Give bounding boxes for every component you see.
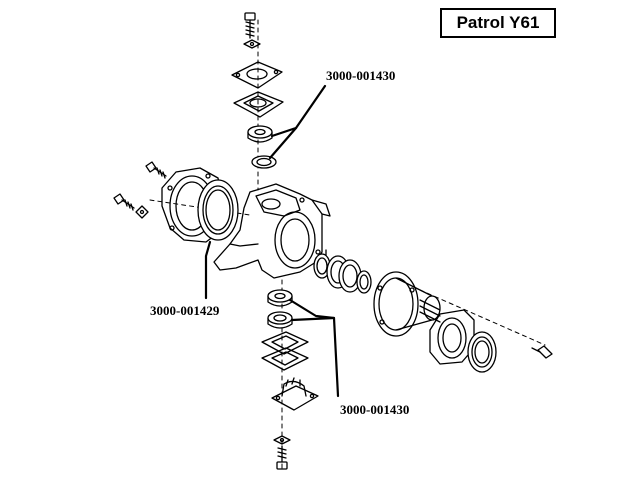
callout-leader-left [204,240,212,300]
part-number-label-bottom-bearing: 3000-001430 [340,402,410,417]
hub-end-bolt [531,345,553,359]
bottom-shim-gasket-upper [261,331,309,355]
knuckle-oil-seal [197,179,239,241]
top-bolt [244,12,256,39]
callout-leader-top [268,84,327,160]
hub-bearing-outer [326,255,362,293]
model-title: Patrol Y61 [440,8,556,38]
side-bolt-upper [145,161,167,179]
side-washer [135,205,149,219]
bottom-kingpin-bearing [267,289,293,307]
top-kingpin-bearing [247,125,273,143]
lower-kingpin-cap [271,377,319,411]
bottom-bolt [276,445,288,470]
top-cap-plate [231,61,283,89]
bottom-bearing-race [267,311,293,329]
part-number-label-oil-seal: 3000-001429 [150,303,220,318]
bottom-washer [273,435,291,445]
hub-bearing-inner [356,270,372,294]
vertical-axis-line [257,19,283,471]
steering-knuckle [213,183,331,279]
top-washer [243,39,261,49]
part-number-label-top-bearing: 3000-001430 [326,68,396,83]
callout-leader-bottom [288,298,340,398]
drive-flange-hub [373,271,441,337]
top-bearing-race [251,155,277,169]
top-shim-gasket [233,91,284,118]
hub-cover-plate [429,309,475,365]
hub-seal-ring [467,331,497,373]
bottom-shim-gasket-lower [261,347,309,371]
side-bolt-lower [113,193,135,211]
